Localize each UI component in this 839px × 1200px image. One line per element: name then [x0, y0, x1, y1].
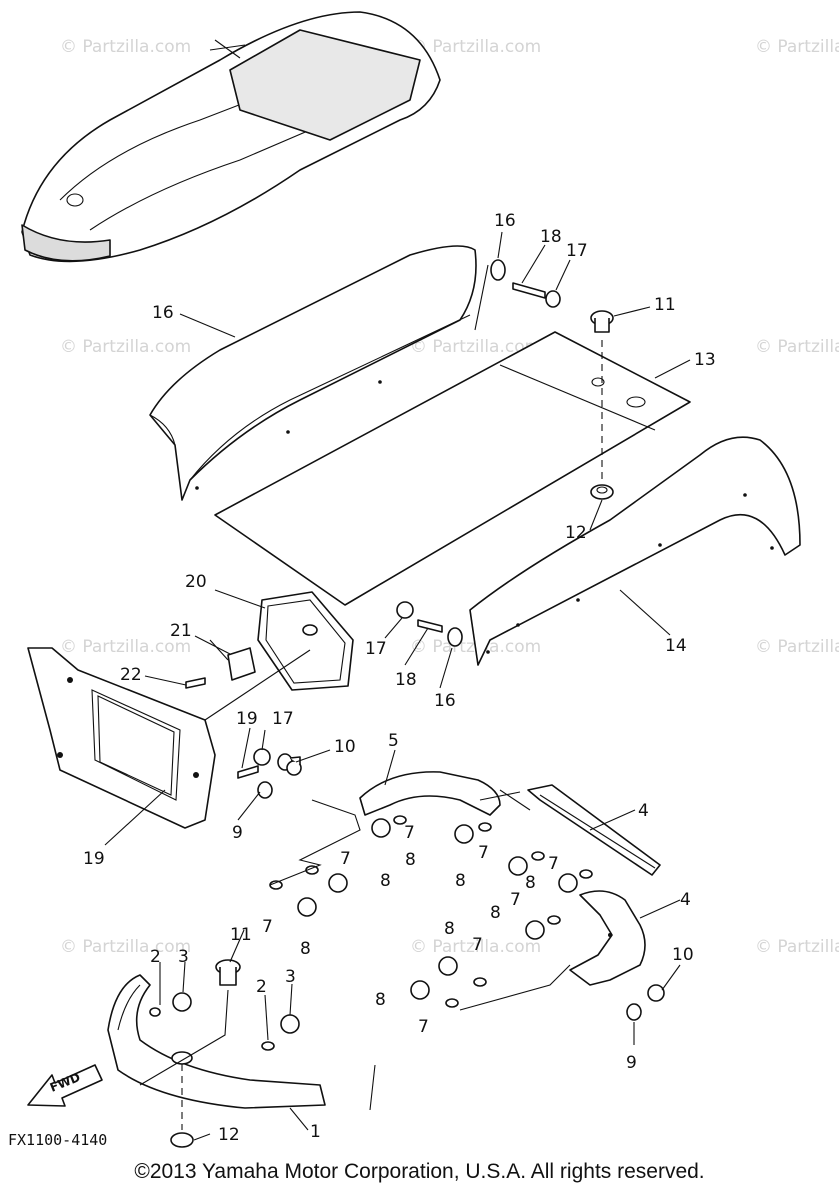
part-14-cover	[469, 436, 801, 666]
watermark: © Partzilla.com	[60, 637, 191, 657]
callout: 8	[455, 871, 466, 891]
callout: 8	[490, 903, 501, 923]
callout: 8	[375, 990, 386, 1010]
callout: 14	[665, 636, 687, 656]
part-1-bumper	[107, 974, 326, 1109]
callout: 7	[404, 823, 415, 843]
part-13-plate	[214, 331, 691, 606]
callout: 18	[540, 227, 562, 247]
leader-lines	[104, 231, 691, 1141]
callout: 13	[694, 350, 716, 370]
fwd-arrow: FWD	[27, 1064, 103, 1107]
callout: 7	[262, 917, 273, 937]
callout: 11	[230, 925, 252, 945]
watermark: © Partzilla.com	[410, 337, 541, 357]
callout: 2	[256, 977, 267, 997]
callout: 17	[272, 709, 294, 729]
watermark: © Partzilla.com	[755, 37, 839, 57]
callout: 16	[152, 303, 174, 323]
callout: 8	[405, 850, 416, 870]
callout: 19	[236, 709, 258, 729]
callout: 8	[380, 871, 391, 891]
callout: 9	[232, 823, 243, 843]
watermark: © Partzilla.com	[60, 937, 191, 957]
callout: 7	[510, 890, 521, 910]
watercraft-overview-drawing	[21, 11, 441, 263]
watermark: © Partzilla.com	[755, 337, 839, 357]
watermark: © Partzilla.com	[755, 637, 839, 657]
callout: 8	[444, 919, 455, 939]
copyright-notice: ©2013 Yamaha Motor Corporation, U.S.A. A…	[134, 1160, 705, 1183]
callout: 10	[334, 737, 356, 757]
callout: 12	[218, 1125, 240, 1145]
diagram-code: FX1100-4140	[8, 1131, 107, 1149]
callout: 8	[300, 939, 311, 959]
assembly-lines	[139, 649, 571, 1111]
callout: 2	[150, 947, 161, 967]
part-22-screw	[185, 677, 206, 689]
callout: 16	[494, 211, 516, 231]
callout: 7	[418, 1017, 429, 1037]
callout: 7	[340, 849, 351, 869]
watermark: © Partzilla.com	[60, 37, 191, 57]
callout: 22	[120, 665, 142, 685]
small-fasteners	[149, 748, 665, 1051]
callout: 3	[285, 967, 296, 987]
grommet-set-lower	[170, 959, 241, 1148]
callouts: 16 16 18 17 11 13 12 20 21 22 17 18 16 1…	[8, 211, 716, 1149]
callout: 7	[548, 854, 559, 874]
watermark: © Partzilla.com	[410, 37, 541, 57]
part-21-switch	[209, 639, 256, 681]
fastener-set-top	[474, 259, 561, 331]
callout: 9	[626, 1053, 637, 1073]
callout: 20	[185, 572, 207, 592]
part-4-bracket	[569, 890, 646, 986]
callout: 7	[478, 843, 489, 863]
callout: 12	[565, 523, 587, 543]
callout: 10	[672, 945, 694, 965]
callout: 21	[170, 621, 192, 641]
callout: 17	[566, 241, 588, 261]
callout: 8	[525, 873, 536, 893]
part-6-rail	[527, 784, 661, 876]
callout: 19	[83, 849, 105, 869]
fastener-set-middle	[396, 601, 463, 647]
part-15-cover	[149, 245, 477, 501]
callout: 17	[365, 639, 387, 659]
part-19-panel	[27, 647, 216, 829]
callout: 11	[654, 295, 676, 315]
callout: 16	[434, 691, 456, 711]
grommet-set-upper	[590, 310, 614, 500]
watermarks: © Partzilla.com © Partzilla.com © Partzi…	[60, 37, 839, 957]
callout: 4	[680, 890, 691, 910]
callout: 4	[638, 801, 649, 821]
callout: 7	[472, 935, 483, 955]
part-20-frame	[257, 591, 354, 691]
callout: 1	[310, 1122, 321, 1142]
part-5-bracket	[359, 771, 501, 816]
callout: 3	[178, 947, 189, 967]
watermark: © Partzilla.com	[410, 937, 541, 957]
callout: 18	[395, 670, 417, 690]
watermark: © Partzilla.com	[755, 937, 839, 957]
callout: 5	[388, 731, 399, 751]
watermark: © Partzilla.com	[60, 337, 191, 357]
